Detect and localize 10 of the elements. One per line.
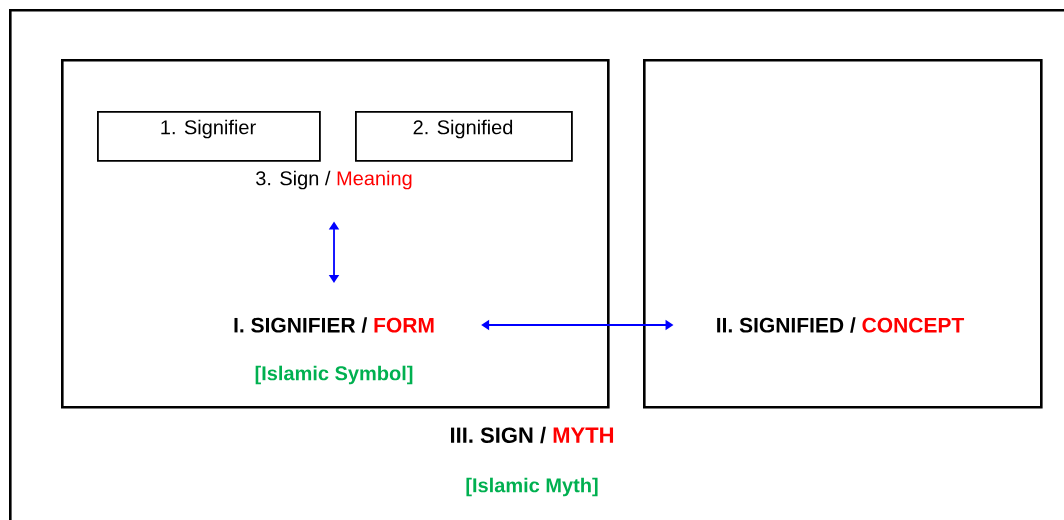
label: II. SIGNIFIED / CONCEPT <box>717 317 965 333</box>
label: 3. Sign / Meaning <box>256 170 412 190</box>
box <box>643 59 1043 409</box>
note: [Islamic Symbol] <box>255 365 413 385</box>
label-box: 2. Signified <box>355 111 573 162</box>
label-box: 1. Signifier <box>97 111 321 162</box>
box <box>61 59 610 409</box>
label: I. SIGNIFIER / FORM <box>234 317 434 333</box>
heading: III. SIGN / MYTH <box>451 426 614 444</box>
subtitle: [Islamic Myth] <box>466 477 598 497</box>
